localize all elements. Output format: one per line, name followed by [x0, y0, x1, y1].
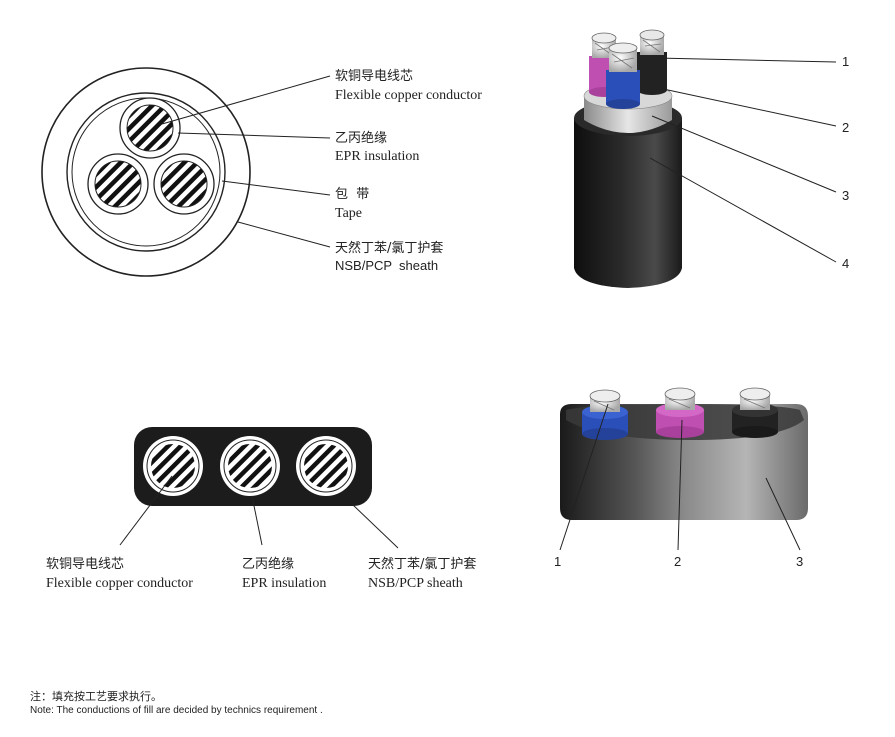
flat-label-sheath-cn: 天然丁苯/氯丁护套	[368, 556, 476, 572]
flat-label-insulation-cn: 乙丙绝缘	[242, 556, 294, 572]
label-insulation-cn: 乙丙绝缘	[335, 130, 387, 146]
flat-callout-line-3	[765, 477, 801, 551]
leader-sheath	[237, 221, 331, 248]
flat-callout-line-2	[677, 419, 683, 551]
leader-insulation	[177, 132, 331, 139]
leader-tape	[221, 180, 331, 196]
flat-core-blue-3d	[582, 389, 628, 440]
label-conductor-en: Flexible copper conductor	[335, 88, 482, 103]
sheath-body	[574, 118, 682, 288]
label-insulation-en: EPR insulation	[335, 149, 419, 164]
note-en: Note: The conductions of fill are decide…	[30, 705, 323, 716]
callout-line-4	[649, 157, 837, 263]
flat-leader-insulation	[251, 495, 263, 546]
round-cross-section: 软铜导电线芯 Flexible copper conductor 乙丙绝缘 EP…	[41, 67, 482, 277]
flat-core-1	[143, 436, 203, 496]
label-tape-en: Tape	[335, 206, 362, 221]
flat-cross-section: 软铜导电线芯 Flexible copper conductor 乙丙绝缘 EP…	[46, 427, 476, 591]
callout-3: 3	[842, 188, 849, 203]
note-cn: 注：填充按工艺要求执行。	[30, 690, 162, 703]
core-top	[119, 97, 181, 159]
label-conductor-cn: 软铜导电线芯	[335, 69, 413, 84]
flat-label-insulation-en: EPR insulation	[242, 576, 326, 591]
core-black-3d	[637, 29, 667, 95]
round-cable-3d: 1 2 3 4	[574, 29, 849, 288]
flat-core-black-3d	[732, 387, 778, 438]
core-blue-3d	[606, 42, 640, 109]
flat-cable-3d: 1 2 3	[554, 387, 808, 569]
callout-line-2	[639, 83, 837, 127]
flat-label-sheath-en: NSB/PCP sheath	[368, 576, 463, 591]
callout-2: 2	[842, 120, 849, 135]
flat-core-3	[296, 436, 356, 496]
callout-line-3	[651, 115, 837, 193]
flat-leader-conductor	[119, 475, 173, 546]
leader-conductor	[161, 75, 331, 125]
label-sheath-cn: 天然丁苯/氯丁护套	[335, 240, 443, 256]
flat-core-2	[220, 436, 280, 496]
callout-4: 4	[842, 256, 849, 271]
flat-label-conductor-en: Flexible copper conductor	[46, 576, 193, 591]
flat-label-conductor-cn: 软铜导电线芯	[46, 557, 124, 572]
flat-callout-line-1	[559, 403, 609, 551]
flat-callout-3: 3	[796, 554, 803, 569]
core-right	[153, 153, 215, 215]
callout-line-1	[655, 57, 837, 63]
flat-leader-sheath	[351, 503, 399, 549]
flat-callout-1: 1	[554, 554, 561, 569]
callout-1: 1	[842, 54, 849, 69]
flat-callout-2: 2	[674, 554, 681, 569]
flat-core-magenta-3d	[656, 387, 704, 438]
label-sheath-en: NSB/PCP sheath	[335, 258, 438, 273]
core-left	[87, 153, 149, 215]
label-tape-cn: 包 带	[335, 187, 369, 202]
